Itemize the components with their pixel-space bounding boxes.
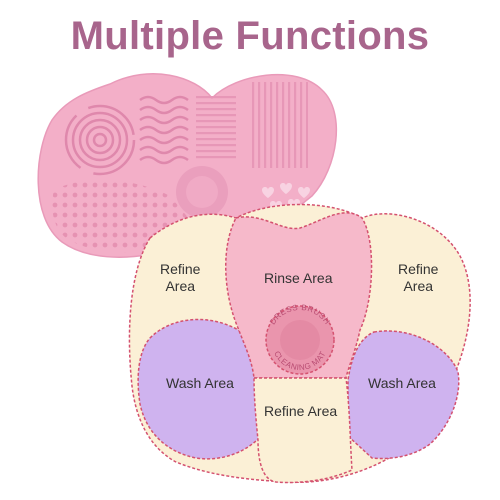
zone-diagram: DRESS BRUSH CLEANING MAT [128, 203, 471, 484]
page-title: Multiple Functions [70, 14, 430, 58]
wash-area-left [137, 318, 269, 460]
comb-stripes [250, 82, 308, 168]
suction-badge-icon: DRESS BRUSH CLEANING MAT [265, 303, 335, 375]
refine-area-top-left-label: Refine Area [160, 261, 201, 294]
wash-area-right-label: Wash Area [368, 375, 436, 391]
spiral-ridges-icon [64, 104, 136, 176]
wave-ridges-icon [139, 95, 189, 165]
refine-area-top-right-label: Refine Area [398, 261, 439, 294]
wash-area-right [347, 330, 460, 460]
wash-area-left-label: Wash Area [166, 375, 234, 391]
ridge-stripes [196, 96, 236, 160]
refine-area-bottom-label: Refine Area [264, 403, 338, 419]
refine-area-bottom [253, 377, 353, 484]
rinse-area [225, 212, 373, 379]
rinse-area-label: Rinse Area [264, 270, 333, 286]
